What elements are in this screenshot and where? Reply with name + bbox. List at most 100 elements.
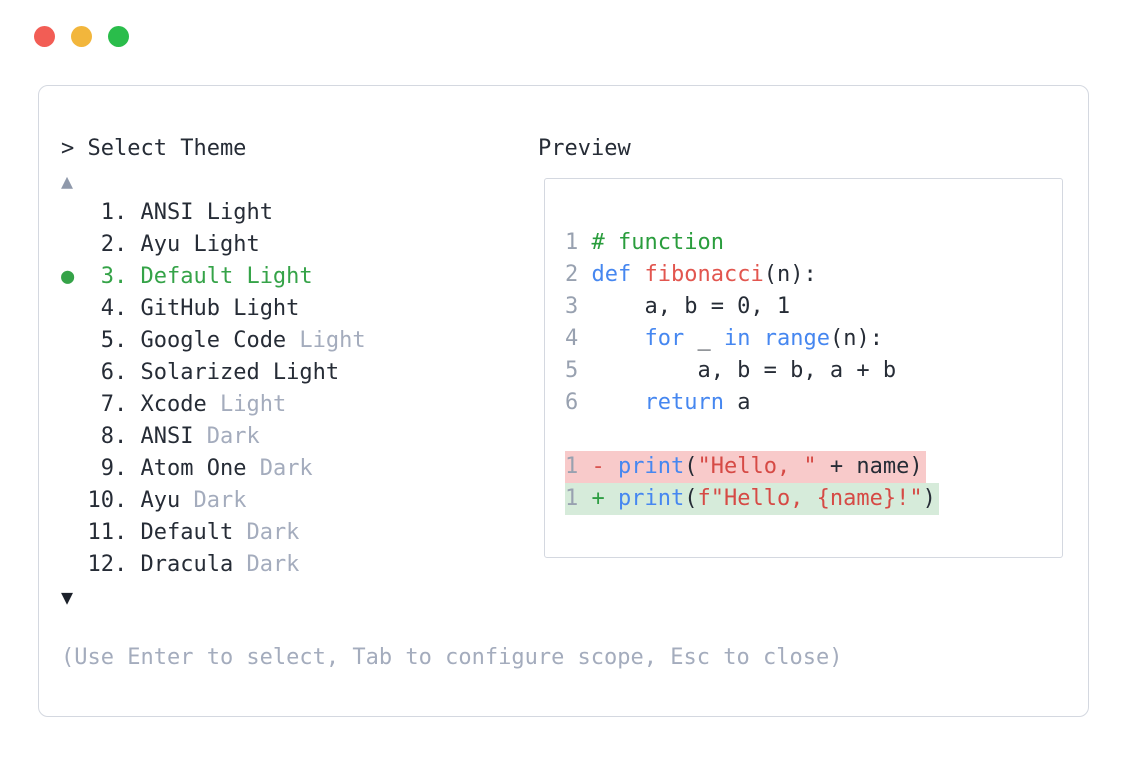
- prompt-text: > Select Theme: [61, 136, 247, 161]
- theme-item-number: 9.: [74, 456, 141, 481]
- scroll-down-icon[interactable]: ▼: [61, 585, 74, 609]
- theme-picker-panel: > Select Theme ▲ 1. ANSI Light 2. Ayu Li…: [38, 85, 1089, 717]
- line-number: 4: [565, 326, 579, 351]
- code-line-content: 5 a, b = b, a + b: [565, 355, 899, 387]
- theme-item-2[interactable]: 2. Ayu Light: [61, 229, 366, 261]
- line-number: 6: [565, 390, 579, 415]
- theme-item-9[interactable]: 9. Atom One Dark: [61, 453, 366, 485]
- theme-item-number: 10.: [74, 488, 141, 513]
- scroll-up-icon[interactable]: ▲: [61, 169, 74, 193]
- theme-item-6[interactable]: 6. Solarized Light: [61, 357, 366, 389]
- theme-list: 1. ANSI Light 2. Ayu Light● 3. Default L…: [61, 197, 366, 581]
- theme-item-number: 7.: [74, 392, 141, 417]
- theme-item-8[interactable]: 8. ANSI Dark: [61, 421, 366, 453]
- theme-item-suffix: Dark: [193, 424, 260, 449]
- token-kw: return: [644, 390, 724, 415]
- theme-item-11[interactable]: 11. Default Dark: [61, 517, 366, 549]
- theme-item-suffix: Light: [286, 328, 366, 353]
- theme-item-label: Dracula: [140, 552, 234, 577]
- token-kw: for: [644, 326, 685, 351]
- close-button[interactable]: [34, 26, 55, 47]
- zoom-button[interactable]: [108, 26, 129, 47]
- theme-item-label: Google Code: [140, 328, 287, 353]
- token-kw: print: [617, 486, 685, 511]
- code-line-content: 3 a, b = 0, 1: [565, 291, 793, 323]
- theme-item-5[interactable]: 5. Google Code Light: [61, 325, 366, 357]
- code-line: 6 return a: [565, 387, 939, 419]
- bullet-spacer: [61, 200, 74, 225]
- line-number: 5: [565, 358, 579, 383]
- token-pl: (n):: [829, 326, 883, 351]
- theme-item-number: 2.: [74, 232, 141, 257]
- theme-item-number: 11.: [74, 520, 141, 545]
- theme-item-label: Xcode: [140, 392, 207, 417]
- theme-item-12[interactable]: 12. Dracula Dark: [61, 549, 366, 581]
- token-str: f"Hello, {name}!": [697, 486, 923, 511]
- code-line-content: 1- print("Hello, " + name): [565, 451, 926, 483]
- footer-hint: (Use Enter to select, Tab to configure s…: [61, 645, 843, 670]
- code-line-content: 4 for _ in range(n):: [565, 323, 886, 355]
- theme-item-number: 12.: [74, 552, 141, 577]
- bullet-spacer: [61, 232, 74, 257]
- window-controls: [34, 26, 129, 47]
- code-blank-line: [565, 419, 939, 451]
- token-pl: ): [922, 486, 936, 511]
- theme-item-label: Ayu Light: [140, 232, 260, 257]
- token-pl: [631, 262, 644, 287]
- token-delm: -: [591, 454, 618, 479]
- line-number: 2: [565, 262, 579, 287]
- code-line-content: 6 return a: [565, 387, 753, 419]
- code-line: 2 def fibonacci(n):: [565, 259, 939, 291]
- bullet-spacer: [61, 328, 74, 353]
- theme-item-label: GitHub Light: [140, 296, 300, 321]
- token-kw: range: [763, 326, 830, 351]
- theme-item-label: Solarized Light: [140, 360, 340, 385]
- token-pl: (n):: [763, 262, 817, 287]
- theme-item-number: 6.: [74, 360, 141, 385]
- theme-item-7[interactable]: 7. Xcode Light: [61, 389, 366, 421]
- code-line: 3 a, b = 0, 1: [565, 291, 939, 323]
- token-pl: [591, 326, 644, 351]
- bullet-spacer: [61, 520, 74, 545]
- theme-item-3[interactable]: ● 3. Default Light: [61, 261, 366, 293]
- diff-added-line: 1+ print(f"Hello, {name}!"): [565, 483, 939, 515]
- theme-item-1[interactable]: 1. ANSI Light: [61, 197, 366, 229]
- theme-item-suffix: Dark: [233, 552, 300, 577]
- theme-item-number: 1.: [74, 200, 141, 225]
- code-line-content: 1 # function: [565, 227, 727, 259]
- minimize-button[interactable]: [71, 26, 92, 47]
- theme-item-number: 8.: [74, 424, 141, 449]
- theme-item-4[interactable]: 4. GitHub Light: [61, 293, 366, 325]
- theme-item-label: ANSI Light: [140, 200, 273, 225]
- line-number: 1: [565, 230, 579, 255]
- preview-title: Preview: [538, 136, 631, 161]
- theme-item-label: ANSI: [140, 424, 194, 449]
- theme-item-label: Atom One: [140, 456, 247, 481]
- line-number: 3: [565, 294, 579, 319]
- selected-indicator: ●: [61, 264, 75, 289]
- line-number: 1: [565, 486, 579, 511]
- code-line-content: 2 def fibonacci(n):: [565, 259, 820, 291]
- token-pl: a: [723, 390, 751, 415]
- token-kw: in: [723, 326, 751, 351]
- token-pl: (: [684, 454, 698, 479]
- theme-item-label: Default: [140, 520, 234, 545]
- bullet-spacer: [61, 488, 74, 513]
- token-pl: a, b = b, a + b: [591, 358, 897, 383]
- theme-item-10[interactable]: 10. Ayu Dark: [61, 485, 366, 517]
- theme-item-suffix: Dark: [180, 488, 247, 513]
- token-kw: def: [591, 262, 632, 287]
- theme-item-number: 4.: [74, 296, 141, 321]
- bullet-spacer: [61, 392, 74, 417]
- line-number: 1: [565, 454, 579, 479]
- token-fn: fibonacci: [644, 262, 764, 287]
- theme-item-suffix: Dark: [233, 520, 300, 545]
- token-com: # function: [591, 230, 724, 255]
- token-str: "Hello, ": [697, 454, 817, 479]
- theme-item-number: 5.: [74, 328, 141, 353]
- code-line: 4 for _ in range(n):: [565, 323, 939, 355]
- token-pl: (: [684, 486, 698, 511]
- token-pl: a, b = 0, 1: [591, 294, 791, 319]
